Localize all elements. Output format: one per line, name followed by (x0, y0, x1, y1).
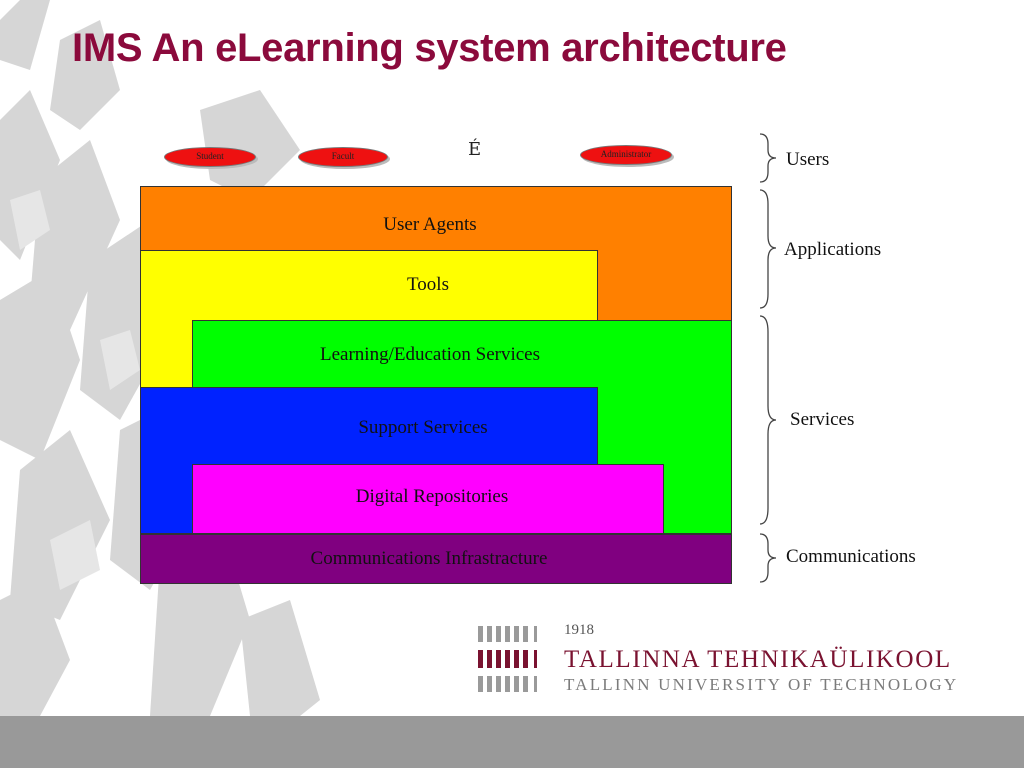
university-logo: 1918 TALLINNA TEHNIKAÜLIKOOL TALLINN UNI… (478, 622, 1018, 694)
layer-support-label: Support Services (358, 417, 488, 438)
brace-label-communications: Communications (786, 546, 916, 567)
layer-tools-label: Tools (407, 274, 449, 295)
user-oval-faculty: Facult (298, 147, 388, 167)
layer-learning-label: Learning/Education Services (319, 344, 541, 365)
logo-year: 1918 (564, 622, 594, 638)
user-oval-administrator: Administrator (580, 145, 672, 165)
layer-repositories-label: Digital Repositories (355, 486, 509, 507)
brace-label-services: Services (790, 409, 855, 430)
layer-communications-block (140, 534, 732, 584)
architecture-diagram: User Agents Tools Learning/Education Ser… (140, 186, 732, 584)
logo-bars-icon (478, 626, 537, 692)
layer-user-agents-label: User Agents (383, 214, 477, 235)
logo-english-name: TALLINN UNIVERSITY OF TECHNOLOGY (564, 675, 959, 694)
user-figure-icon: É (468, 139, 482, 160)
applications-brace (759, 189, 777, 309)
layer-repositories-block (192, 464, 664, 534)
footer-bar (0, 716, 1024, 768)
communications-brace (759, 533, 777, 583)
user-oval-student: Student (164, 147, 256, 167)
users-brace (759, 133, 777, 183)
slide-title: IMS An eLearning system architecture (72, 26, 787, 70)
brace-label-applications: Applications (784, 239, 882, 260)
category-braces (759, 133, 777, 583)
services-brace (759, 315, 777, 525)
users-row: Student Facult É Administrator (140, 140, 740, 174)
brace-label-users: Users (786, 149, 830, 170)
logo-name: TALLINNA TEHNIKAÜLIKOOL (564, 646, 952, 673)
layer-communications-label: Communications Infrastracture (310, 548, 548, 569)
